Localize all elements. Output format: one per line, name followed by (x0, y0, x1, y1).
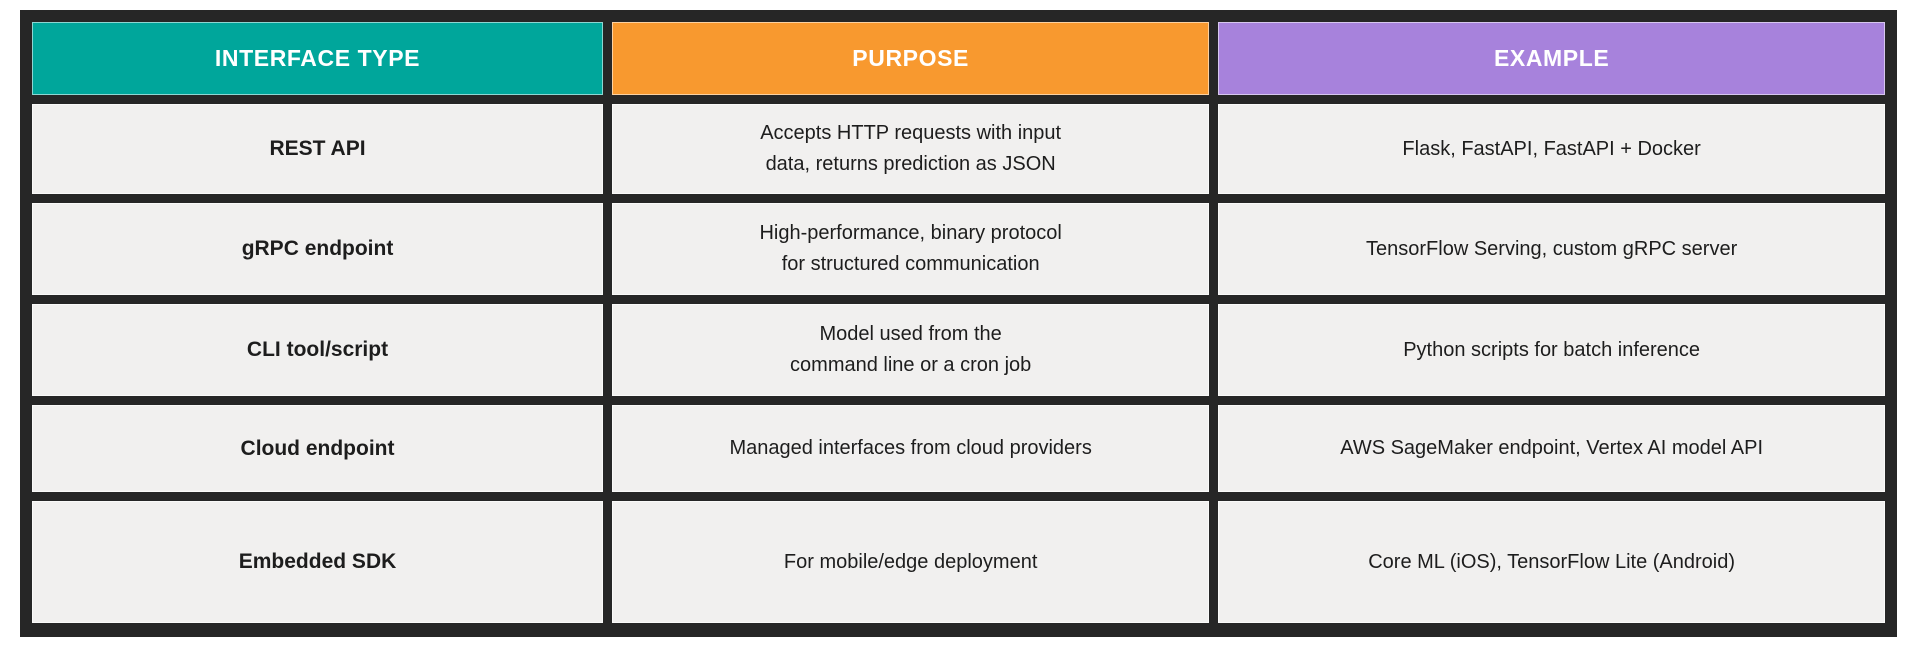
row-grpc-endpoint-example-cell: TensorFlow Serving, custom gRPC server (1218, 203, 1885, 295)
row-cli-tool-type-cell: CLI tool/script (32, 304, 604, 396)
interface-comparison-table: INTERFACE TYPE PURPOSE EXAMPLE REST API … (20, 10, 1897, 637)
column-header-interface-type: INTERFACE TYPE (32, 22, 604, 95)
row-rest-api-example-cell: Flask, FastAPI, FastAPI + Docker (1218, 104, 1885, 194)
row-cloud-endpoint-purpose-cell: Managed interfaces from cloud providers (612, 405, 1210, 492)
row-cloud-endpoint-type-cell: Cloud endpoint (32, 405, 604, 492)
row-cloud-endpoint-example-cell: AWS SageMaker endpoint, Vertex AI model … (1218, 405, 1885, 492)
row-rest-api-type-cell: REST API (32, 104, 604, 194)
row-grpc-endpoint-type-cell: gRPC endpoint (32, 203, 604, 295)
row-rest-api-purpose-cell: Accepts HTTP requests with input data, r… (612, 104, 1210, 194)
row-cli-tool-example-cell: Python scripts for batch inference (1218, 304, 1885, 396)
row-embedded-sdk-example-cell: Core ML (iOS), TensorFlow Lite (Android) (1218, 501, 1885, 623)
row-embedded-sdk-type-cell: Embedded SDK (32, 501, 604, 623)
row-embedded-sdk-purpose-cell: For mobile/edge deployment (612, 501, 1210, 623)
row-grpc-endpoint-purpose-cell: High-performance, binary protocol for st… (612, 203, 1210, 295)
column-header-example: EXAMPLE (1218, 22, 1885, 95)
row-cli-tool-purpose-cell: Model used from the command line or a cr… (612, 304, 1210, 396)
column-header-purpose: PURPOSE (612, 22, 1210, 95)
